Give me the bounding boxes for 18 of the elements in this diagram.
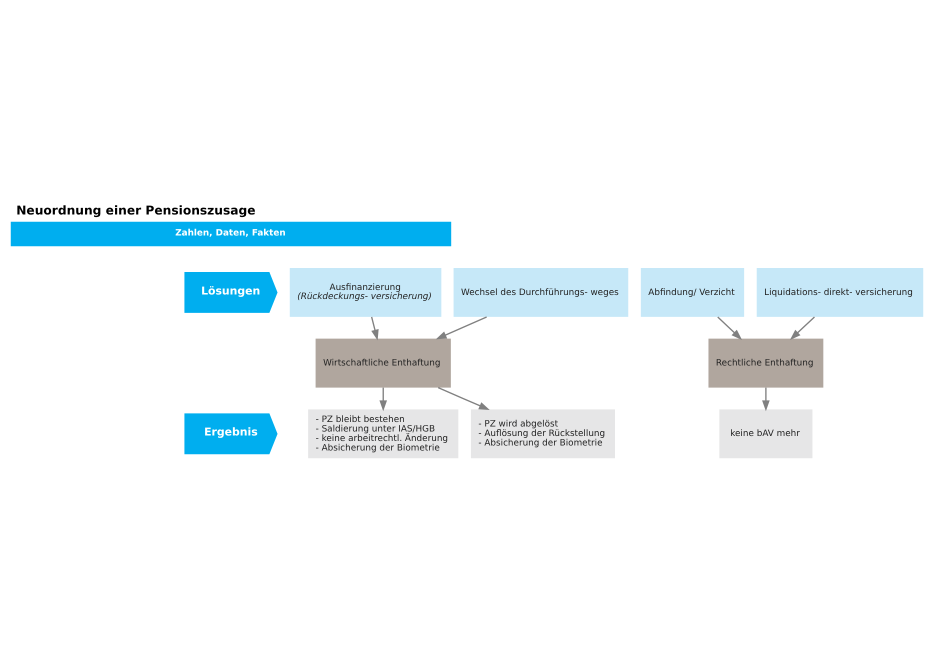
node-box: Ausfinanzierung (Rückdeckungs- versicherung): [290, 268, 442, 317]
arrow: [438, 387, 490, 410]
node-box: Abfindung/ Verzicht: [640, 268, 744, 317]
arrow: [762, 388, 770, 412]
arrow: [790, 316, 815, 340]
diagram-title: Neuordnung einer Pensionszusage: [16, 204, 256, 218]
arrow: [379, 388, 388, 412]
label: Zahlen, Daten, Fakten: [175, 228, 286, 239]
node-box: Liquidations- direkt- versicherung: [756, 268, 924, 317]
arrow: [717, 316, 742, 340]
node-box: keine bAV mehr: [719, 409, 812, 458]
node-box: Wirtschaftliche Enthaftung: [316, 338, 451, 388]
node-box: - PZ wird abgelöst - Auflösung der Rückstellung - Absicherung der Biometrie: [470, 409, 615, 458]
node-box: Wechsel des Durchführungs- weges: [454, 268, 628, 317]
node-box: - PZ bleibt bestehen - Saldierung unter IAS/HGB - keine arbeitrechtl. Änderung - Absicherung der Biometrie: [308, 409, 458, 458]
arrow: [436, 316, 487, 340]
node-box: Rechtliche Enthaftung: [708, 338, 824, 388]
arrow: [370, 316, 379, 341]
